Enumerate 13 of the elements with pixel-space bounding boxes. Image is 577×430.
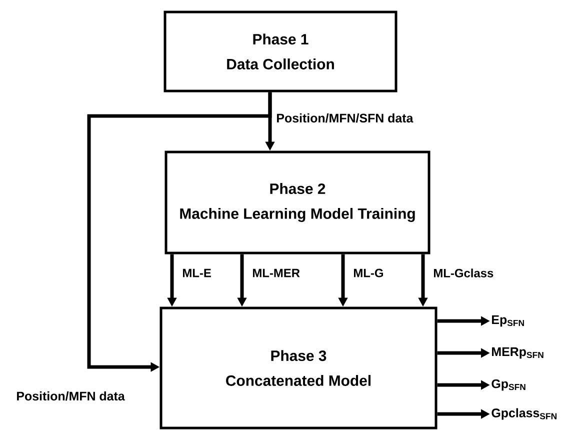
output-label: MERp$_{SFN}$ (492, 347, 544, 359)
output-label: Gp$_{SFN}$ (492, 379, 526, 391)
edge-label: ML-Gclass (432, 268, 495, 278)
edge-label: Position/MFN/SFN data (275, 112, 414, 124)
edge-label: Position/MFN data (15, 390, 126, 402)
phase-box: Phase 1 Data Collection (164, 10, 398, 92)
output-label: Gpclass$_{SFN}$ (492, 408, 556, 420)
edge-label: ML-E (181, 268, 212, 278)
edge-label: ML-MER (251, 268, 301, 278)
edge-label: ML-G (352, 268, 385, 278)
phase-box: Phase 3 Concatenated Model (160, 306, 438, 430)
phase-box: Phase 2 Machine Learning Model Training (164, 150, 430, 254)
output-label: Ep$_{SFN}$ (492, 315, 524, 327)
